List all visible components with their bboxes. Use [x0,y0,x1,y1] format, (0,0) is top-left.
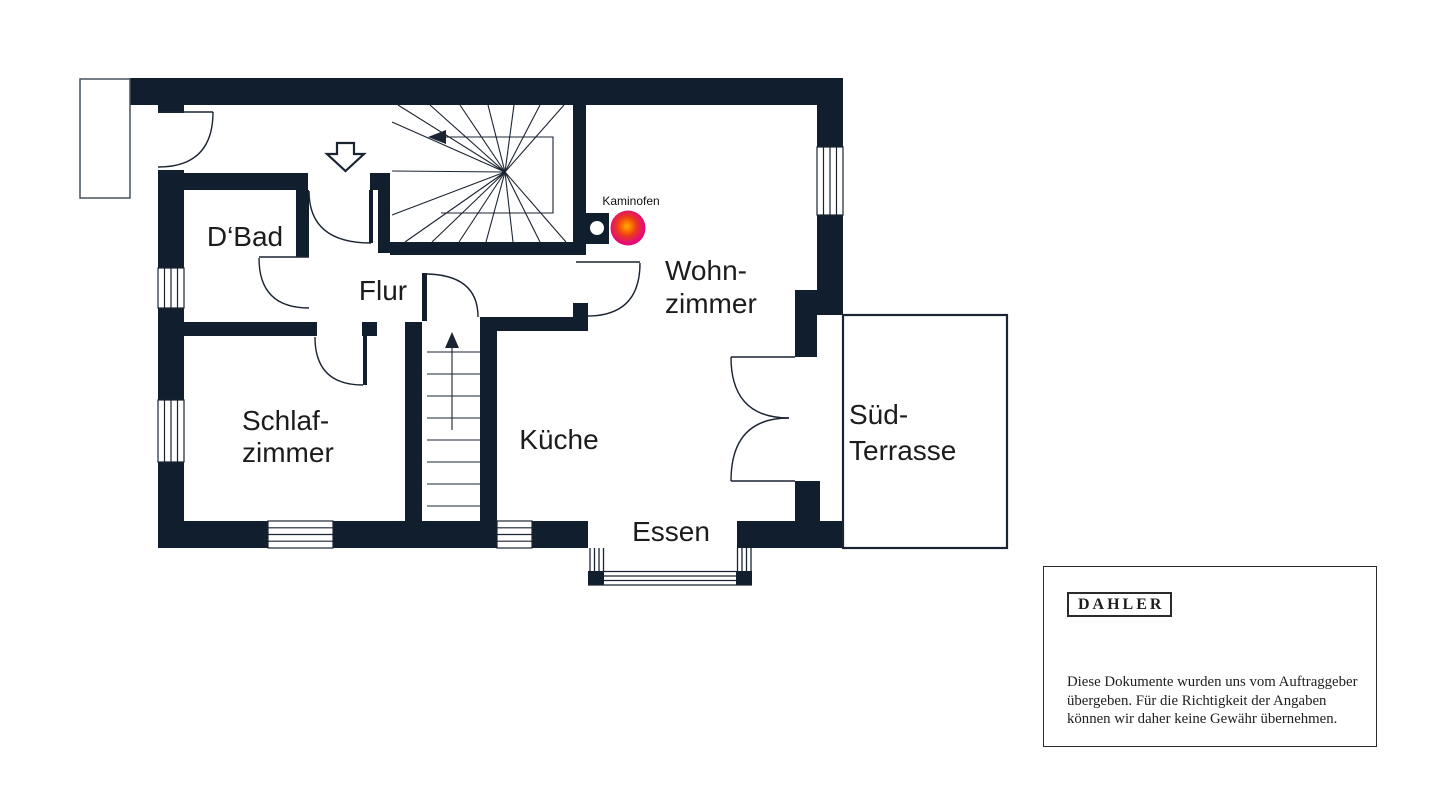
wall-bottom-west [158,521,268,548]
basement-arrowhead [445,332,459,348]
entrance-porch-outline [79,78,131,199]
entrance-arrow [324,141,367,173]
bay-post-left [588,571,604,585]
kaminofen-stove-icon [610,210,646,246]
dahler-logo-text: DAHLER [1078,595,1165,613]
door-terrace-french [730,356,795,482]
room-label-kueche: Küche [519,424,598,455]
door-basement-stairs [423,273,479,318]
wall-right-middle [817,215,843,290]
wall-left-above-entrance [158,105,184,113]
wall-terrace-jamb-top [795,315,817,357]
window-right-wohnzimmer [816,146,844,216]
bay-post-right [736,571,752,585]
disclaimer-text: Diese Dokumente wurden uns vom Auftragge… [1067,673,1367,729]
wall-hallway-south [158,173,308,190]
window-bottom-kueche [496,520,533,549]
wall-kueche-north [497,317,588,331]
disclaimer-line-1: Diese Dokumente wurden uns vom Auftragge… [1067,674,1358,690]
wall-right-widening [795,290,843,315]
wall-stair-south [390,242,586,255]
wall-stairchannel-west [405,322,422,521]
disclaimer-line-2: übergeben. Für die Richtigkeit der Angab… [1067,692,1327,709]
wall-bottom-kueche [532,521,588,548]
door-leaf-schlafzimmer [363,336,367,385]
room-label-wohnzimmer-1: Wohn- [665,255,747,286]
kaminofen-flue-circle [590,221,604,235]
wall-schlafzimmer-north [184,322,317,336]
door-dbad [258,256,310,309]
room-label-schlafzimmer-2: zimmer [242,437,334,468]
window-left-lower [157,399,185,463]
door-entrance [157,111,214,168]
wall-pier-top [370,173,390,190]
room-labels: D‘Bad Flur Schlaf- zimmer Küche Essen Wo… [207,194,957,547]
dahler-logo: DAHLER [1067,592,1173,617]
wall-pier [378,190,390,253]
wall-top [130,78,843,105]
stair-direction-arrowhead [428,130,446,144]
room-label-flur: Flur [359,275,407,306]
room-label-essen: Essen [632,516,710,547]
staircase-basement [427,344,480,507]
wall-dbad-east [296,190,309,257]
room-label-dbad: D‘Bad [207,221,283,252]
windows [157,146,844,549]
wall-right-upper [817,105,843,147]
door-leaf-basement-stairs [422,273,427,321]
wall-stairchannel-east [480,317,497,521]
stair-walk-line [441,136,554,214]
room-label-terrasse-1: Süd- [849,399,908,430]
door-corridor [308,190,372,244]
door-leaf-corridor [369,190,373,243]
disclaimer-box: DAHLER Diese Dokumente wurden uns vom Au… [1043,566,1377,747]
walls [130,78,843,585]
wall-terrace-jamb-bottom [795,481,820,525]
staircase-upper [391,104,567,243]
terrace-outline [841,313,1009,550]
room-label-wohnzimmer-2: zimmer [665,288,757,319]
kaminofen-label: Kaminofen [602,194,659,208]
wall-wohnzimmer-west [573,105,586,255]
door-schlafzimmer [314,336,364,386]
wall-bottom-east [737,521,843,548]
disclaimer-line-3: können wir daher keine Gewähr übernehmen… [1067,711,1338,728]
bay-window [588,548,752,586]
room-label-terrasse-2: Terrasse [849,435,956,466]
door-wohnzimmer [576,261,641,317]
window-left-upper [157,267,185,309]
wall-bottom-center [333,521,497,548]
wall-schlafzimmer-pier [362,322,377,336]
doors [157,111,795,482]
wall-kueche-north-block [573,303,588,331]
room-label-schlafzimmer-1: Schlaf- [242,405,329,436]
window-bottom-schlafzimmer [267,520,334,549]
wall-left-middle [158,308,184,400]
